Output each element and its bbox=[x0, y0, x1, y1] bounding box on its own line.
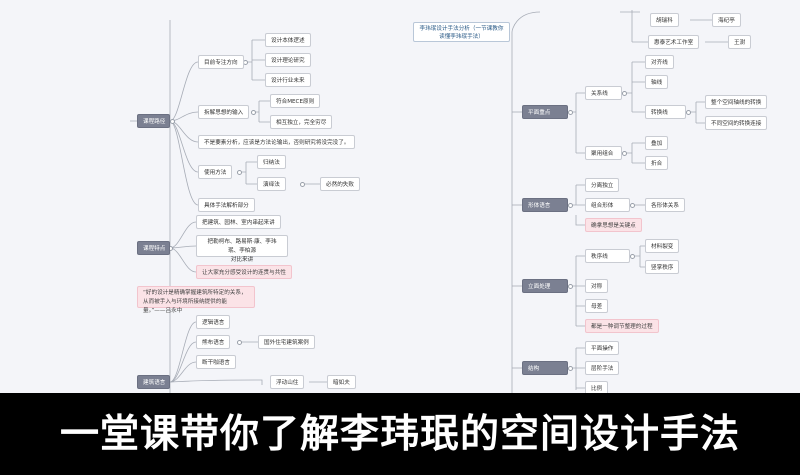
collapse-dot[interactable] bbox=[251, 110, 256, 115]
node-dir-item-3[interactable]: 设计行业未来 bbox=[265, 73, 311, 87]
collapse-dot[interactable] bbox=[568, 366, 573, 371]
node-form-item-2[interactable]: 组合形体 bbox=[585, 198, 630, 212]
node-arch-child[interactable]: 浮动山住 bbox=[270, 375, 305, 389]
node-top-item-2[interactable]: 海纪亭 bbox=[712, 13, 741, 27]
node-space-lang-1[interactable]: 逻辑语言 bbox=[196, 315, 231, 329]
category-structure[interactable]: 结构 bbox=[522, 361, 568, 375]
node-usage-item-2[interactable]: 折合 bbox=[645, 156, 669, 170]
feature-2-line-1: 把勒柯布、路易斯·康、李玮珉、李柏源 bbox=[207, 239, 277, 254]
node-current-direction[interactable]: 目前专注方向 bbox=[198, 55, 244, 69]
node-usage-item-1[interactable]: 叠加 bbox=[645, 136, 669, 150]
collapse-dot[interactable] bbox=[568, 203, 573, 208]
node-top-item-1[interactable]: 胡瑞科 bbox=[650, 13, 679, 27]
category-arch-language[interactable]: 建筑语言 bbox=[137, 375, 170, 389]
node-structure-item-1[interactable]: 平面操作 bbox=[585, 341, 620, 355]
root-node[interactable]: 李玮珉设计手法分析（一节课教你读懂李玮珉手法） bbox=[413, 22, 510, 42]
collapse-dot[interactable] bbox=[568, 284, 573, 289]
category-plan-focus[interactable]: 平面重点 bbox=[522, 105, 568, 119]
title-banner: 一堂课带你了解李玮珉的空间设计手法 bbox=[0, 393, 800, 475]
node-relation-item-2[interactable]: 轴线 bbox=[645, 75, 669, 89]
node-order-item-2[interactable]: 竖掌秩序 bbox=[645, 260, 680, 274]
node-break-thinking[interactable]: 拆解思想的输入 bbox=[198, 105, 250, 119]
node-form-note[interactable]: 确拿思想是关键点 bbox=[585, 218, 642, 232]
node-top-item-3[interactable]: 惠泰艺术工作室 bbox=[648, 35, 700, 49]
node-transform-item-2[interactable]: 不同空间的转换连接 bbox=[705, 116, 768, 130]
node-relation[interactable]: 关系线 bbox=[585, 86, 622, 100]
collapse-dot[interactable] bbox=[622, 151, 627, 156]
node-break-item-1[interactable]: 符合MECE原则 bbox=[270, 94, 321, 108]
node-use-method[interactable]: 使用方法 bbox=[198, 165, 233, 179]
node-relation-item-3[interactable]: 转换线 bbox=[645, 105, 686, 119]
collapse-dot[interactable] bbox=[622, 91, 627, 96]
node-relation-item-1[interactable]: 对齐线 bbox=[645, 55, 674, 69]
collapse-dot[interactable] bbox=[170, 119, 175, 124]
node-order[interactable]: 秩序线 bbox=[585, 249, 630, 263]
node-space-lang-2[interactable]: 熊布语言 bbox=[196, 335, 231, 349]
collapse-dot[interactable] bbox=[630, 254, 635, 259]
node-concrete-parts[interactable]: 具体手法解析部分 bbox=[198, 198, 255, 212]
node-arch-grandchild[interactable]: 暗如夫 bbox=[327, 375, 356, 389]
node-structure-item-2[interactable]: 层阶手法 bbox=[585, 361, 620, 375]
node-dir-item-1[interactable]: 设计本体逻述 bbox=[265, 33, 311, 47]
node-quote[interactable]: “好的设计是精确掌握建筑所特定的关系，从而被手入与环境所接纳提供的能量。”——吕… bbox=[137, 286, 255, 314]
node-dir-item-2[interactable]: 设计理论研究 bbox=[265, 53, 311, 67]
category-course-path[interactable]: 课程路径 bbox=[137, 114, 170, 128]
collapse-dot[interactable] bbox=[237, 170, 242, 175]
category-facade[interactable]: 立面处理 bbox=[522, 279, 568, 293]
collapse-dot[interactable] bbox=[243, 60, 248, 65]
node-usage[interactable]: 聚用组合 bbox=[585, 146, 622, 160]
node-facade-note[interactable]: 都是一种调节整理的过程 bbox=[585, 319, 659, 333]
node-feature-2[interactable]: 把勒柯布、路易斯·康、李玮珉、李柏源 对比来讲 bbox=[196, 235, 288, 263]
category-form-language[interactable]: 形体语言 bbox=[522, 198, 568, 212]
node-facade-item-2[interactable]: 母差 bbox=[585, 299, 609, 313]
node-feature-1[interactable]: 把建筑、园林、室内串起来讲 bbox=[196, 215, 281, 229]
collapse-dot[interactable] bbox=[568, 110, 573, 115]
node-space-lang-2-child[interactable]: 国外住宅建筑案例 bbox=[258, 335, 315, 349]
node-top-item-4[interactable]: 王澍 bbox=[728, 35, 752, 49]
collapse-dot[interactable] bbox=[686, 110, 691, 115]
node-order-item-1[interactable]: 材料裂变 bbox=[645, 239, 680, 253]
collapse-dot[interactable] bbox=[630, 203, 635, 208]
node-inductive[interactable]: 归纳法 bbox=[257, 155, 286, 169]
category-course-features[interactable]: 课程特点 bbox=[137, 241, 170, 255]
node-form-child[interactable]: 各形体关系 bbox=[645, 198, 685, 212]
node-feature-note[interactable]: 让大家充分感受设计的连贯与共性 bbox=[196, 265, 292, 279]
node-facade-item-1[interactable]: 对称 bbox=[585, 279, 609, 293]
node-break-item-2[interactable]: 相互独立，完全穷尽 bbox=[270, 115, 333, 129]
collapse-dot[interactable] bbox=[237, 340, 242, 345]
collapse-dot[interactable] bbox=[300, 182, 305, 187]
node-analysis-note[interactable]: 不是要素分析，应该是方法论输出，否则研究将没完没了。 bbox=[198, 135, 356, 149]
node-space-lang-3[interactable]: 断干咖语言 bbox=[196, 355, 236, 369]
feature-2-line-2: 对比来讲 bbox=[230, 257, 254, 263]
node-deductive[interactable]: 演绎法 bbox=[257, 177, 286, 191]
node-transform-item-1[interactable]: 整个空间轴线的转换 bbox=[705, 95, 768, 109]
node-bound-to-fail[interactable]: 必然的失败 bbox=[320, 177, 360, 191]
node-form-item-1[interactable]: 分离独立 bbox=[585, 178, 620, 192]
